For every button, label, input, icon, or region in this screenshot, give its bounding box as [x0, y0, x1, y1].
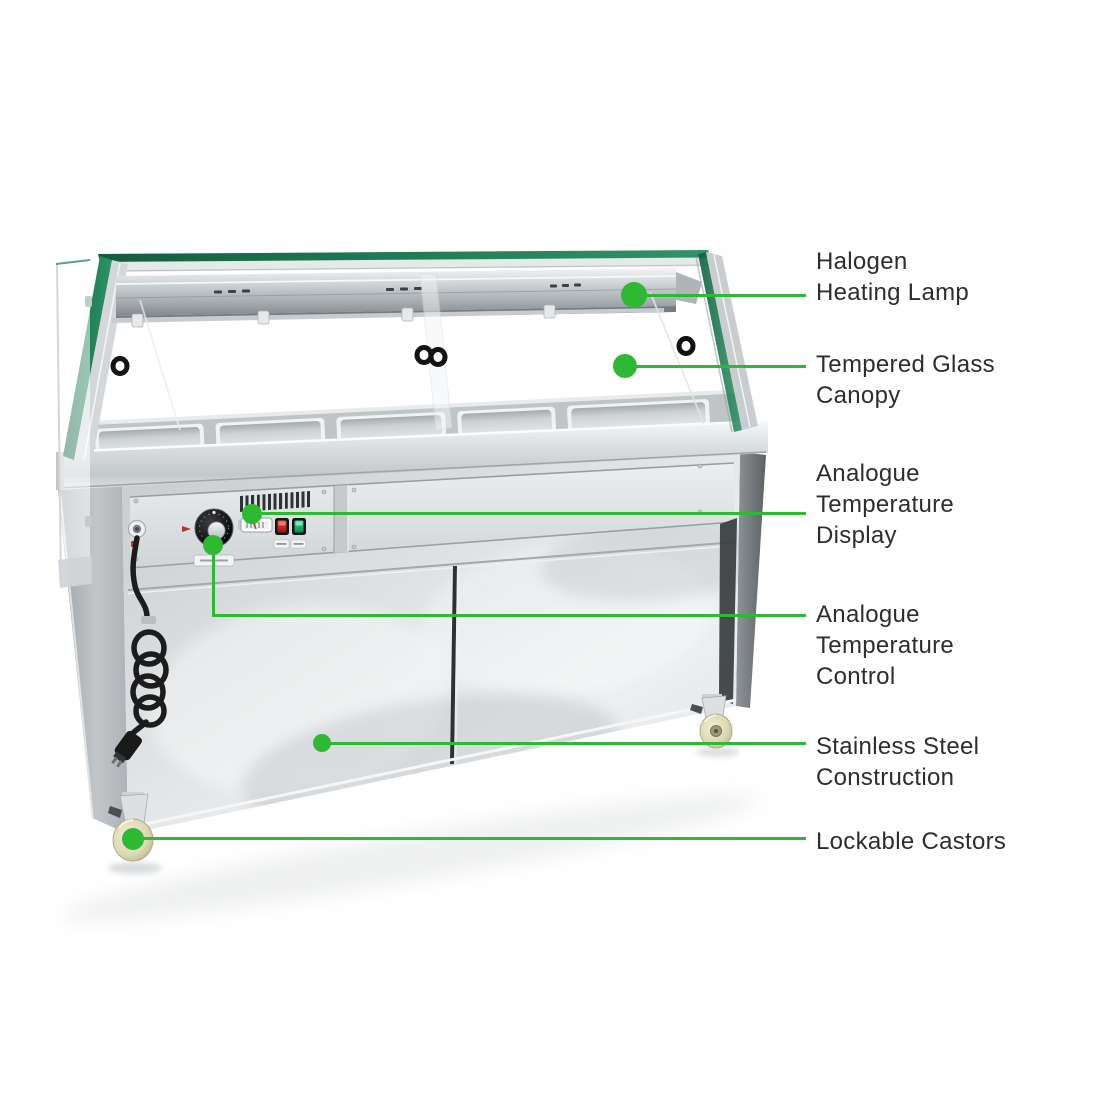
callout-label-tempered-glass: Tempered Glass Canopy: [816, 351, 995, 409]
lamp-elements: [214, 283, 581, 294]
glass-knobs: [110, 336, 696, 376]
counter-top: [55, 419, 769, 490]
callout-line-temperature-display: [252, 512, 806, 515]
panel-screws: [133, 463, 703, 562]
castors: [108, 694, 733, 862]
callout-line-tempered-glass: [625, 365, 806, 368]
callout-line-temperature-control: [212, 614, 806, 617]
callout-line-halogen: [634, 294, 806, 297]
power-cord: [111, 535, 169, 768]
callout-label-castors: Lockable Castors: [816, 828, 1007, 855]
side-glass-panel: [55, 259, 92, 589]
door-right-shadow: [719, 518, 737, 704]
callout-line-castors: [133, 837, 806, 840]
cabinet-right-side: [736, 452, 766, 708]
glass-green-edge: [98, 250, 710, 262]
callout-elbow-temperature-control: [212, 545, 215, 616]
callout-label-construction: Stainless Steel Construction: [816, 733, 980, 791]
castor-front-right: [690, 694, 733, 749]
callout-label-temperature-display: Analogue Temperature Display: [816, 460, 955, 549]
callout-line-construction: [322, 742, 806, 745]
canopy-support-rail: [112, 304, 664, 328]
floor-shadow: [59, 747, 761, 922]
power-switch-red: [273, 518, 290, 549]
callout-label-temperature-control: Analogue Temperature Control: [816, 601, 955, 690]
callout-label-halogen: Halogen Heating Lamp: [816, 248, 970, 306]
panel-grooves: [127, 541, 737, 595]
power-plug: [111, 730, 142, 768]
light-switch-green: [290, 518, 307, 549]
power-indicator: [182, 526, 191, 532]
glass-canopy: [63, 250, 758, 462]
